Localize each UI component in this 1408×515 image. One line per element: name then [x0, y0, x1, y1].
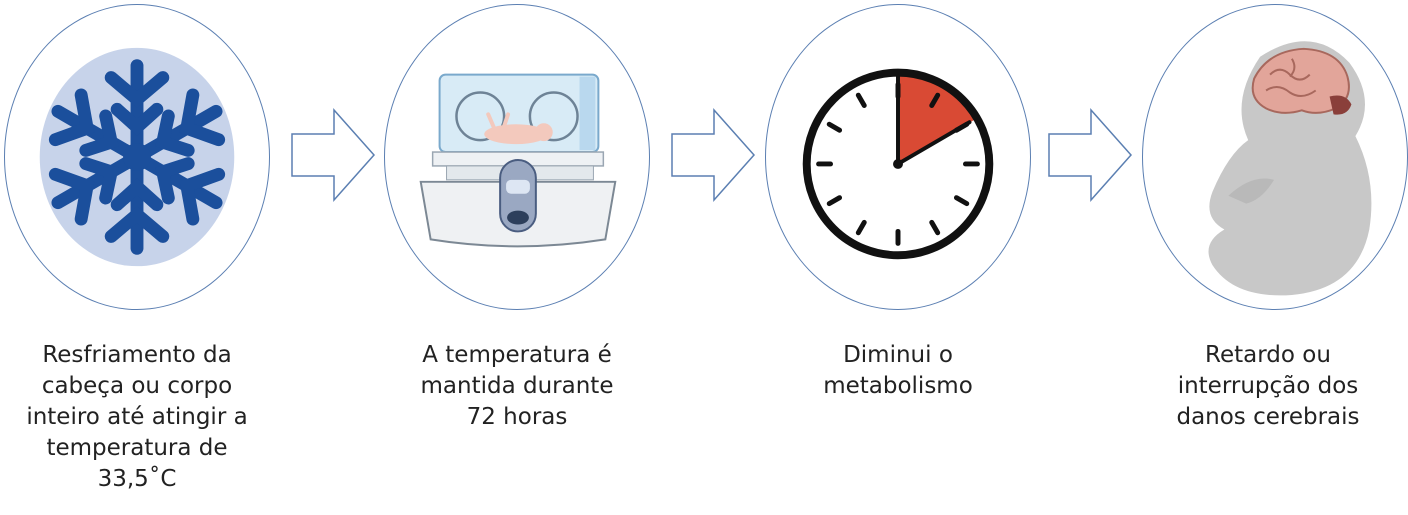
arrow-right-icon	[1048, 108, 1133, 202]
step-3-caption: Diminui o metabolismo	[823, 342, 973, 399]
arrow-right-icon	[291, 108, 376, 202]
step-2-circle	[384, 4, 650, 310]
step-1-caption: Resfriamento da cabeça ou corpo inteiro …	[26, 342, 248, 492]
step-4-caption: Retardo ou interrupção dos danos cerebra…	[1176, 342, 1360, 430]
step-3-circle	[765, 4, 1031, 310]
clock-icon	[802, 68, 994, 260]
step-4-circle	[1142, 4, 1408, 310]
fetus-brain-icon	[1208, 41, 1372, 296]
incubator-icon	[419, 73, 617, 248]
arrow-right-icon	[671, 108, 756, 202]
snowflake-icon	[5, 47, 269, 267]
step-1-circle	[4, 4, 270, 310]
step-2-caption: A temperatura é mantida durante 72 horas	[420, 342, 614, 430]
